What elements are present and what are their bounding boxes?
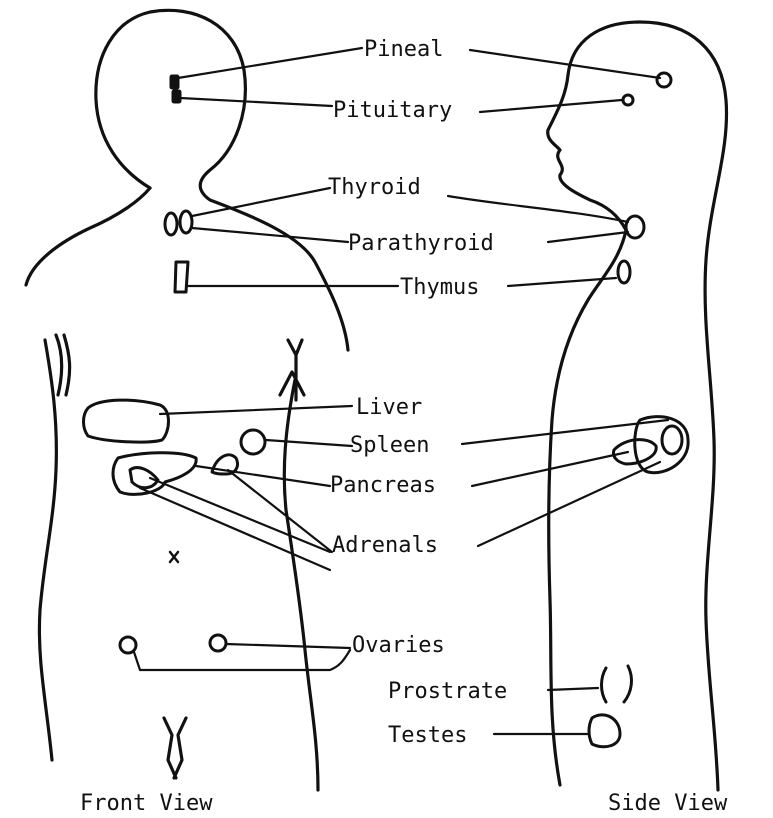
label-pancreas: Pancreas bbox=[330, 473, 436, 498]
front-body-outline bbox=[26, 10, 348, 790]
front-glands bbox=[84, 75, 266, 653]
front-pancreas bbox=[113, 453, 196, 495]
adrenals-leader-right bbox=[228, 470, 332, 552]
label-testes: Testes bbox=[388, 723, 467, 748]
thyroid-leader-side bbox=[448, 196, 628, 222]
front-pituitary-gland bbox=[172, 90, 181, 103]
ovaries-leader-left bbox=[134, 650, 350, 670]
side-body-outline bbox=[548, 22, 727, 790]
front-ovary-left bbox=[120, 637, 136, 653]
view-captions: Front View Side View bbox=[80, 791, 728, 816]
front-left-side bbox=[39, 340, 56, 760]
front-thyroid-left bbox=[165, 213, 177, 235]
front-left-shoulder bbox=[26, 188, 150, 285]
label-pituitary: Pituitary bbox=[333, 98, 452, 123]
label-thymus: Thymus bbox=[400, 275, 479, 300]
front-ovary-right bbox=[210, 635, 226, 651]
side-prostrate-gland bbox=[602, 666, 632, 702]
prostrate-leader bbox=[548, 688, 598, 690]
front-thyroid-right bbox=[180, 211, 192, 233]
parathyroid-leader-side bbox=[548, 232, 628, 242]
side-pituitary-gland bbox=[623, 95, 633, 105]
leader-lines bbox=[134, 48, 668, 734]
front-markers bbox=[56, 335, 304, 778]
pineal-leader-front bbox=[178, 48, 362, 78]
adrenals-leader-left bbox=[150, 478, 330, 552]
front-spleen bbox=[241, 430, 265, 454]
left-side-marker bbox=[56, 335, 70, 395]
gland-labels: Pineal Pituitary Thyroid Parathyroid Thy… bbox=[328, 37, 507, 748]
spleen-leader-front bbox=[266, 440, 352, 446]
label-adrenals: Adrenals bbox=[332, 533, 438, 558]
label-prostrate: Prostrate bbox=[388, 679, 507, 704]
label-pineal: Pineal bbox=[364, 37, 443, 62]
caption-front-view: Front View bbox=[80, 791, 213, 816]
pituitary-leader-front bbox=[180, 98, 332, 106]
label-liver: Liver bbox=[356, 395, 422, 420]
side-kidney bbox=[662, 426, 682, 454]
side-thymus-gland bbox=[618, 261, 630, 283]
side-thyroid-gland bbox=[626, 216, 644, 238]
side-back-outline bbox=[568, 22, 727, 790]
ovaries-leader-right bbox=[226, 644, 350, 648]
side-pineal-gland bbox=[657, 73, 671, 87]
pancreas-leader-front bbox=[196, 466, 330, 486]
side-testes bbox=[589, 715, 620, 747]
adrenals-leader-side bbox=[478, 462, 660, 546]
label-spleen: Spleen bbox=[350, 433, 429, 458]
label-parathyroid: Parathyroid bbox=[348, 231, 494, 256]
caption-side-view: Side View bbox=[608, 791, 728, 816]
parathyroid-leader-front bbox=[192, 228, 348, 242]
liver-leader bbox=[160, 406, 352, 414]
front-adrenal-left bbox=[130, 468, 158, 488]
label-thyroid: Thyroid bbox=[328, 175, 421, 200]
front-liver bbox=[84, 400, 169, 442]
front-head-outline bbox=[96, 10, 348, 350]
label-ovaries: Ovaries bbox=[352, 633, 445, 658]
navel-mark bbox=[170, 552, 178, 562]
bottom-center-marker bbox=[164, 718, 186, 778]
pituitary-leader-side bbox=[480, 100, 622, 112]
pineal-leader-side bbox=[470, 50, 660, 78]
front-thymus-gland bbox=[175, 262, 188, 292]
side-glands bbox=[589, 73, 688, 747]
